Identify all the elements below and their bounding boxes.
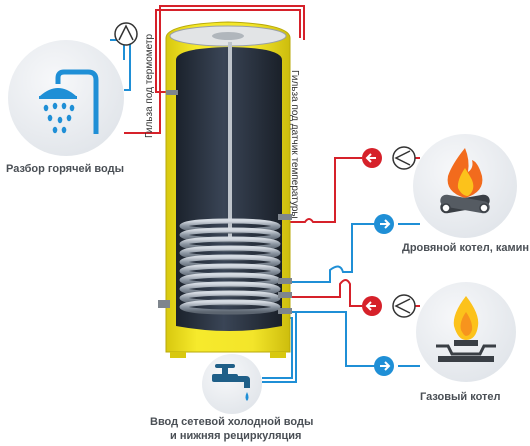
gas-boiler-label: Газовый котел: [420, 391, 501, 403]
shower-icon: [39, 69, 99, 134]
arrow-right-icon: [374, 214, 394, 234]
wood-boiler-bubble: [413, 134, 517, 238]
water-tap-icon: [212, 364, 250, 401]
arrow-left-icon: [362, 148, 382, 168]
pump-icon: [392, 294, 416, 318]
hot-water-label: Разбор горячей воды: [6, 163, 124, 175]
cold-water-bubble: [202, 354, 262, 414]
pump-icon: [392, 146, 416, 170]
hot-outlet-pipe: [124, 5, 305, 134]
arrow-left-icon: [362, 296, 382, 316]
thermometer-sleeve-label: Гильза под термометр: [144, 33, 155, 138]
coil-turn: [179, 299, 281, 315]
pump-icon: [114, 22, 138, 46]
gas-boiler-bubble: [416, 282, 516, 382]
cold-water-label-line1: Ввод сетевой холодной воды: [150, 416, 314, 428]
sensor-sleeve-label: Гильза под датчик температуры: [289, 70, 300, 219]
hot-water-bubble: [8, 40, 124, 156]
gas-boiler-circuit: [290, 279, 420, 367]
wood-boiler-circuit: [290, 157, 420, 283]
cold-water-label-line2: и нижняя рециркуляция: [170, 430, 302, 442]
campfire-icon: [440, 148, 490, 214]
wood-boiler-label: Дровяной котел, камин: [402, 242, 530, 254]
arrow-right-icon: [374, 356, 394, 376]
gas-burner-icon: [436, 296, 496, 362]
tank-ports: [158, 90, 292, 314]
